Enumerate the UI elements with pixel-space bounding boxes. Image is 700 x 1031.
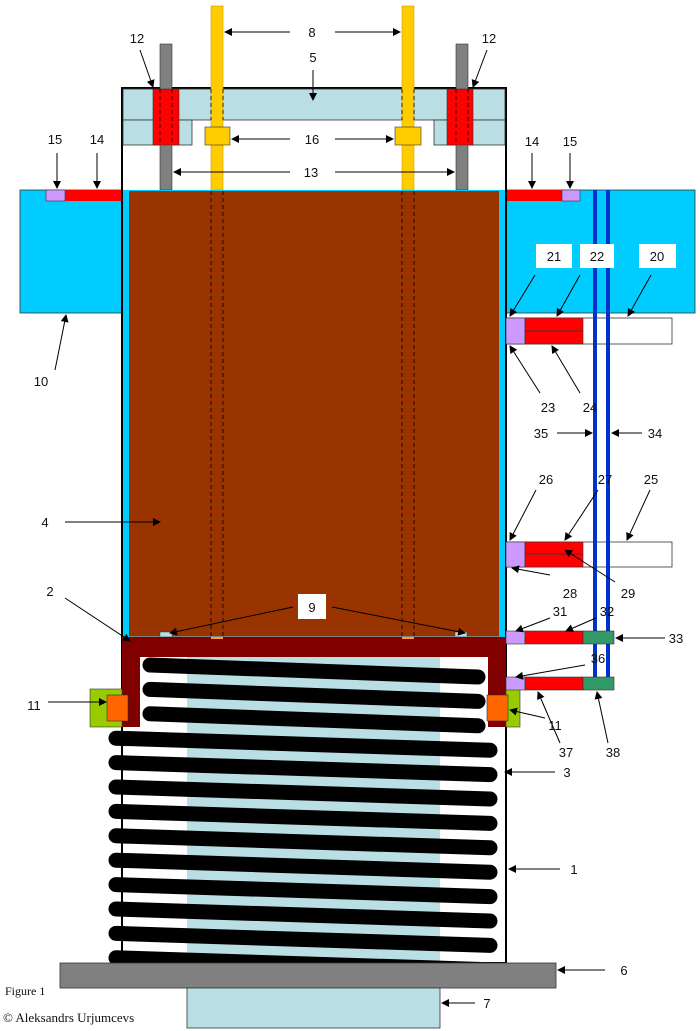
spring-coil (108, 755, 498, 783)
label-25: 25 (644, 472, 658, 487)
guide-insert-left (106, 694, 129, 722)
label-22: 22 (590, 249, 604, 264)
label-5: 5 (309, 50, 316, 65)
sleeve-left (152, 88, 180, 146)
label-14-right: 14 (525, 134, 539, 149)
label-10: 10 (34, 374, 48, 389)
label-4: 4 (41, 515, 48, 530)
side-plate-left (19, 189, 123, 314)
label-21: 21 (547, 249, 561, 264)
leader-lines (48, 28, 665, 1007)
label-15-left: 15 (48, 132, 62, 147)
label-35: 35 (534, 426, 548, 441)
label-8: 8 (308, 25, 315, 40)
figure-title: Figure 1 (5, 984, 45, 998)
seal-purple-right (561, 189, 581, 202)
label-6: 6 (620, 963, 627, 978)
label-2: 2 (46, 584, 53, 599)
seal-red-right (506, 190, 562, 201)
label-15-right: 15 (563, 134, 577, 149)
nut-left (204, 126, 231, 146)
label-1: 1 (570, 862, 577, 877)
label-16: 16 (305, 132, 319, 147)
spring-coil (108, 852, 498, 880)
copyright: © Aleksandrs Urjumcevs (3, 1010, 134, 1025)
label-38: 38 (606, 745, 620, 760)
label-36: 36 (591, 651, 605, 666)
bar-20 (505, 317, 673, 345)
sleeve-right (446, 88, 474, 146)
rod-left (210, 5, 224, 191)
bar-31-33 (505, 630, 615, 645)
seal-purple-left (45, 189, 66, 202)
label-20: 20 (650, 249, 664, 264)
guide-insert-right (486, 694, 509, 722)
label-11-right: 11 (548, 718, 562, 733)
label-13: 13 (304, 165, 318, 180)
label-7: 7 (483, 996, 490, 1011)
label-9: 9 (308, 600, 315, 615)
label-12-left: 12 (130, 31, 144, 46)
spring-coil (108, 828, 498, 856)
base-plate (122, 637, 506, 657)
spring-coil (108, 877, 498, 905)
body (129, 191, 499, 637)
label-23: 23 (541, 400, 555, 415)
seal-red-left (65, 190, 122, 201)
spring-coil (108, 803, 498, 831)
nut-right (394, 126, 422, 146)
label-33: 33 (669, 631, 683, 646)
bar-25 (505, 541, 673, 568)
label-26: 26 (539, 472, 553, 487)
label-24: 24 (583, 400, 597, 415)
label-3: 3 (563, 765, 570, 780)
tube-left (593, 190, 597, 685)
label-34: 34 (648, 426, 662, 441)
spring-coil (108, 925, 498, 953)
spring-coil (108, 730, 498, 758)
label-37: 37 (559, 745, 573, 760)
rod-right (401, 5, 415, 191)
label-11-left: 11 (27, 698, 41, 713)
label-27: 27 (598, 472, 612, 487)
label-29: 29 (621, 586, 635, 601)
label-31: 31 (553, 604, 567, 619)
label-28: 28 (563, 586, 577, 601)
bar-36-38 (505, 676, 615, 691)
label-12-right: 12 (482, 31, 496, 46)
spring-coil (142, 706, 486, 734)
spring (108, 657, 498, 978)
label-32: 32 (600, 604, 614, 619)
tube-right (606, 190, 610, 685)
spring-coil (142, 681, 486, 709)
callout-labels: 1 2 3 4 5 6 7 8 9 10 11 11 12 12 13 14 1… (27, 25, 683, 1011)
pedestal (186, 987, 441, 1029)
spring-coil (142, 657, 486, 685)
spring-coil (108, 901, 498, 929)
ground-plate (59, 962, 557, 989)
label-14-left: 14 (90, 132, 104, 147)
spring-coil (108, 779, 498, 807)
